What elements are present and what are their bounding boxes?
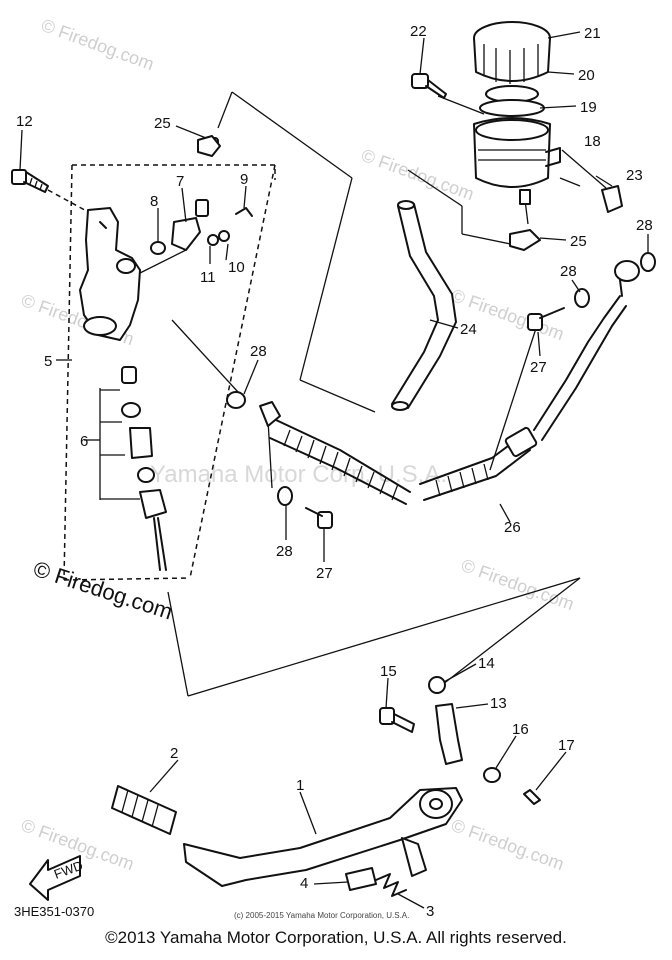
leader-lines bbox=[19, 31, 649, 909]
callout-20: 20 bbox=[578, 67, 595, 84]
reservoir-hose-icon bbox=[391, 200, 457, 411]
callout-3: 3 bbox=[426, 903, 434, 920]
callout-23: 23 bbox=[626, 167, 643, 184]
callout-16: 16 bbox=[512, 721, 529, 738]
watermark: © Firedog.com bbox=[39, 15, 157, 74]
clevis-parts-icon bbox=[379, 676, 541, 805]
callout-1: 1 bbox=[296, 777, 304, 794]
return-spring-icon bbox=[345, 867, 407, 897]
callout-labels: 12 25 7 8 9 10 11 5 6 22 21 20 19 18 23 … bbox=[16, 23, 653, 920]
callout-8: 8 bbox=[150, 193, 158, 210]
watermark: © Firedog.com bbox=[359, 145, 477, 204]
callout-18: 18 bbox=[584, 133, 601, 150]
callout-28a: 28 bbox=[636, 217, 653, 234]
callout-13: 13 bbox=[490, 695, 507, 712]
callout-10: 10 bbox=[228, 259, 245, 276]
callout-19: 19 bbox=[580, 99, 597, 116]
clip-23-icon bbox=[601, 185, 623, 213]
callout-4: 4 bbox=[300, 875, 308, 892]
master-cylinder-icon bbox=[79, 207, 141, 341]
footrest-rubber-icon bbox=[111, 785, 177, 835]
brake-pedal-icon bbox=[183, 787, 463, 887]
brake-hose-icon bbox=[259, 260, 640, 505]
callout-26: 26 bbox=[504, 519, 521, 536]
washer-28-icon bbox=[226, 252, 656, 506]
callout-11: 11 bbox=[200, 269, 216, 286]
callout-2: 2 bbox=[170, 745, 178, 762]
callout-25: 25 bbox=[154, 115, 171, 132]
callout-28b: 28 bbox=[560, 263, 577, 280]
fine-copyright: (c) 2005-2015 Yamaha Motor Corporation, … bbox=[234, 911, 409, 920]
connection-lines bbox=[63, 91, 607, 697]
callout-17: 17 bbox=[558, 737, 575, 754]
callout-15: 15 bbox=[380, 663, 397, 680]
diagram-code: 3HE351-0370 bbox=[14, 904, 94, 919]
callout-5: 5 bbox=[44, 353, 52, 370]
callout-6: 6 bbox=[80, 433, 88, 450]
callout-7: 7 bbox=[176, 173, 184, 190]
watermark: © Firedog.com bbox=[449, 815, 567, 874]
callout-22: 22 bbox=[410, 23, 427, 40]
fitting-parts-icon bbox=[150, 137, 253, 255]
callout-12: 12 bbox=[16, 113, 33, 130]
callout-27a: 27 bbox=[530, 359, 547, 376]
watermark-dark: © Firedog.com bbox=[30, 556, 175, 624]
fwd-arrow-icon: FWD bbox=[29, 855, 85, 901]
callout-14: 14 bbox=[478, 655, 495, 672]
callout-28d: 28 bbox=[276, 543, 293, 560]
union-bolt-27-icon bbox=[305, 307, 565, 529]
piston-kit-icon bbox=[99, 366, 167, 571]
watermark-corp: Yamaha Motor Corp. U.S.A. bbox=[150, 461, 447, 488]
callout-25b: 25 bbox=[570, 233, 587, 250]
clamp-25-icon bbox=[197, 135, 541, 251]
callout-21: 21 bbox=[584, 25, 601, 42]
bolt-12-icon bbox=[11, 169, 93, 215]
callout-28c: 28 bbox=[250, 343, 267, 360]
callout-24: 24 bbox=[460, 321, 477, 338]
callout-27b: 27 bbox=[316, 565, 333, 582]
footer-copyright: ©2013 Yamaha Motor Corporation, U.S.A. A… bbox=[105, 928, 567, 947]
callout-9: 9 bbox=[240, 171, 248, 188]
